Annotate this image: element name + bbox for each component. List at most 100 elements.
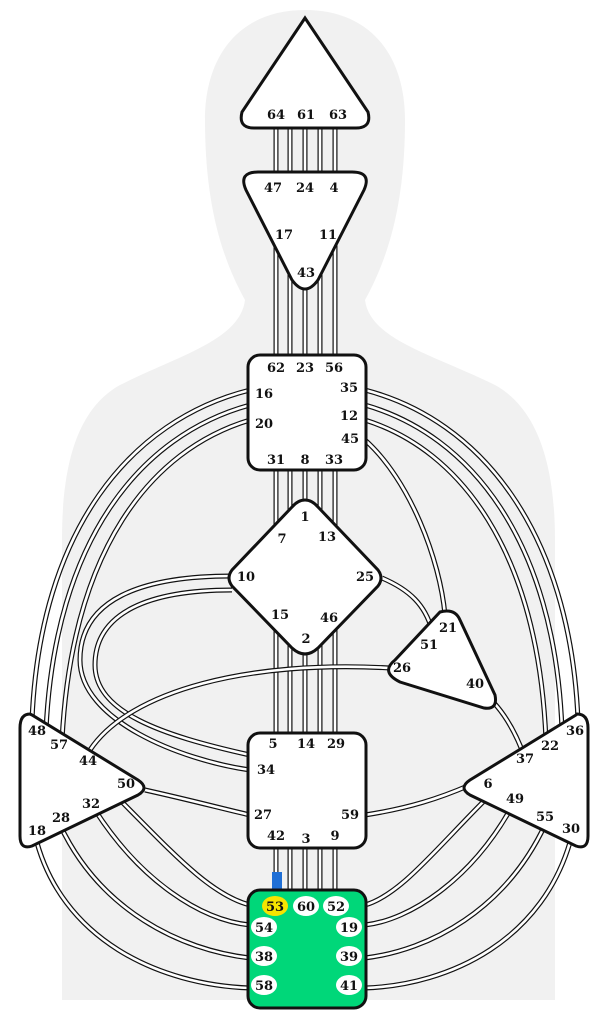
channel-throat-spleen-3 (59, 417, 251, 741)
gate-29[interactable]: 29 (327, 737, 345, 752)
channel-59-6 (364, 782, 471, 818)
gate-25[interactable]: 25 (356, 570, 374, 585)
gate-38[interactable]: 38 (255, 950, 273, 965)
solar-plexus-center[interactable] (462, 712, 590, 849)
gate-60[interactable]: 60 (297, 900, 315, 915)
gate-45[interactable]: 45 (341, 432, 359, 447)
gate-43[interactable]: 43 (297, 266, 315, 281)
gate-24[interactable]: 24 (296, 181, 314, 196)
throat-center-shape (246, 353, 368, 472)
gate-38-bg (251, 946, 277, 966)
gate-13[interactable]: 13 (318, 530, 336, 545)
g-center[interactable] (227, 498, 383, 656)
gate-64[interactable]: 64 (267, 108, 285, 123)
gate-44[interactable]: 44 (79, 754, 97, 769)
gate-36[interactable]: 36 (566, 724, 584, 739)
channel-28-38 (57, 823, 251, 961)
gate-5[interactable]: 5 (268, 737, 277, 752)
gate-50[interactable]: 50 (117, 777, 135, 792)
gate-8[interactable]: 8 (300, 453, 309, 468)
gate-15[interactable]: 15 (271, 608, 289, 623)
gate-3[interactable]: 3 (301, 832, 310, 847)
gate-33[interactable]: 33 (325, 453, 343, 468)
gate-32[interactable]: 32 (82, 797, 100, 812)
gate-56[interactable]: 56 (325, 361, 343, 376)
channel-throat-solar-3 (364, 417, 549, 741)
gate-4[interactable]: 4 (329, 181, 338, 196)
gate-34[interactable]: 34 (257, 763, 275, 778)
gate-28[interactable]: 28 (52, 811, 70, 826)
sacral-center-shape (246, 731, 368, 850)
spleen-center-shape (18, 712, 146, 849)
gate-14[interactable]: 14 (297, 737, 315, 752)
gate-52-bg (323, 896, 349, 916)
gate-19[interactable]: 19 (340, 921, 358, 936)
gate-54[interactable]: 54 (255, 921, 273, 936)
gate-17[interactable]: 17 (275, 228, 293, 243)
sacral-center[interactable] (246, 731, 368, 850)
channel-10-34 (92, 587, 251, 758)
spleen-center[interactable] (18, 712, 146, 849)
gate-41[interactable]: 41 (340, 979, 358, 994)
gate-12[interactable]: 12 (340, 409, 358, 424)
ajna-center-shape (242, 170, 368, 291)
gate-63[interactable]: 63 (329, 108, 347, 123)
gate-53-highlight (262, 896, 288, 916)
gate-2[interactable]: 2 (301, 632, 310, 647)
gate-40[interactable]: 40 (466, 677, 484, 692)
channel-32-54 (92, 808, 251, 928)
heart-center[interactable] (387, 609, 497, 710)
gate-53[interactable]: 53 (266, 900, 284, 915)
channel-solar-root-4 (364, 798, 487, 908)
gate-60-bg (293, 896, 319, 916)
channel-26-44 (87, 664, 391, 752)
g-center-shape (227, 498, 383, 656)
gate-18[interactable]: 18 (28, 824, 46, 839)
gate-42[interactable]: 42 (267, 829, 285, 844)
gate-57[interactable]: 57 (50, 738, 68, 753)
gate-62[interactable]: 62 (267, 361, 285, 376)
gate-7[interactable]: 7 (277, 532, 286, 547)
gate-31[interactable]: 31 (267, 453, 285, 468)
gate-58[interactable]: 58 (255, 979, 273, 994)
gate-51[interactable]: 51 (420, 638, 438, 653)
gate-27[interactable]: 27 (254, 808, 272, 823)
gate-21[interactable]: 21 (439, 621, 457, 636)
gate-52[interactable]: 52 (327, 900, 345, 915)
gate-59[interactable]: 59 (341, 808, 359, 823)
gate-35[interactable]: 35 (340, 381, 358, 396)
gate-20[interactable]: 20 (255, 417, 273, 432)
head-center-shape (239, 15, 371, 130)
solar-plexus-center-shape (462, 712, 590, 849)
throat-center[interactable] (246, 353, 368, 472)
gate-55[interactable]: 55 (536, 810, 554, 825)
gate-26[interactable]: 26 (393, 661, 411, 676)
root-center[interactable] (246, 888, 368, 1010)
gate-49[interactable]: 49 (506, 792, 524, 807)
channel-50-27 (144, 787, 251, 818)
gate-48[interactable]: 48 (28, 724, 46, 739)
gate-23[interactable]: 23 (296, 361, 314, 376)
gate-16[interactable]: 16 (255, 387, 273, 402)
gate-11[interactable]: 11 (319, 228, 337, 243)
gate-61[interactable]: 61 (297, 108, 315, 123)
gate-30[interactable]: 30 (562, 822, 580, 837)
gate-37[interactable]: 37 (516, 752, 534, 767)
gate-47[interactable]: 47 (264, 181, 282, 196)
channel-20-57 (43, 402, 251, 731)
gate-58-bg (251, 975, 277, 995)
gate-46[interactable]: 46 (320, 611, 338, 626)
gate-10[interactable]: 10 (237, 570, 255, 585)
ajna-center[interactable] (242, 170, 368, 291)
gate-39[interactable]: 39 (340, 950, 358, 965)
gate-9[interactable]: 9 (330, 829, 339, 844)
channel-49-19 (364, 808, 513, 928)
channel-spleen-root-4 (118, 798, 251, 908)
gate-22[interactable]: 22 (541, 739, 559, 754)
root-gate-backgrounds (251, 896, 362, 995)
head-center[interactable] (239, 15, 371, 130)
gate-6[interactable]: 6 (483, 777, 492, 792)
gate-1[interactable]: 1 (300, 510, 309, 525)
channel-55-39 (364, 823, 548, 961)
gate-53-activation-marker (272, 872, 282, 892)
